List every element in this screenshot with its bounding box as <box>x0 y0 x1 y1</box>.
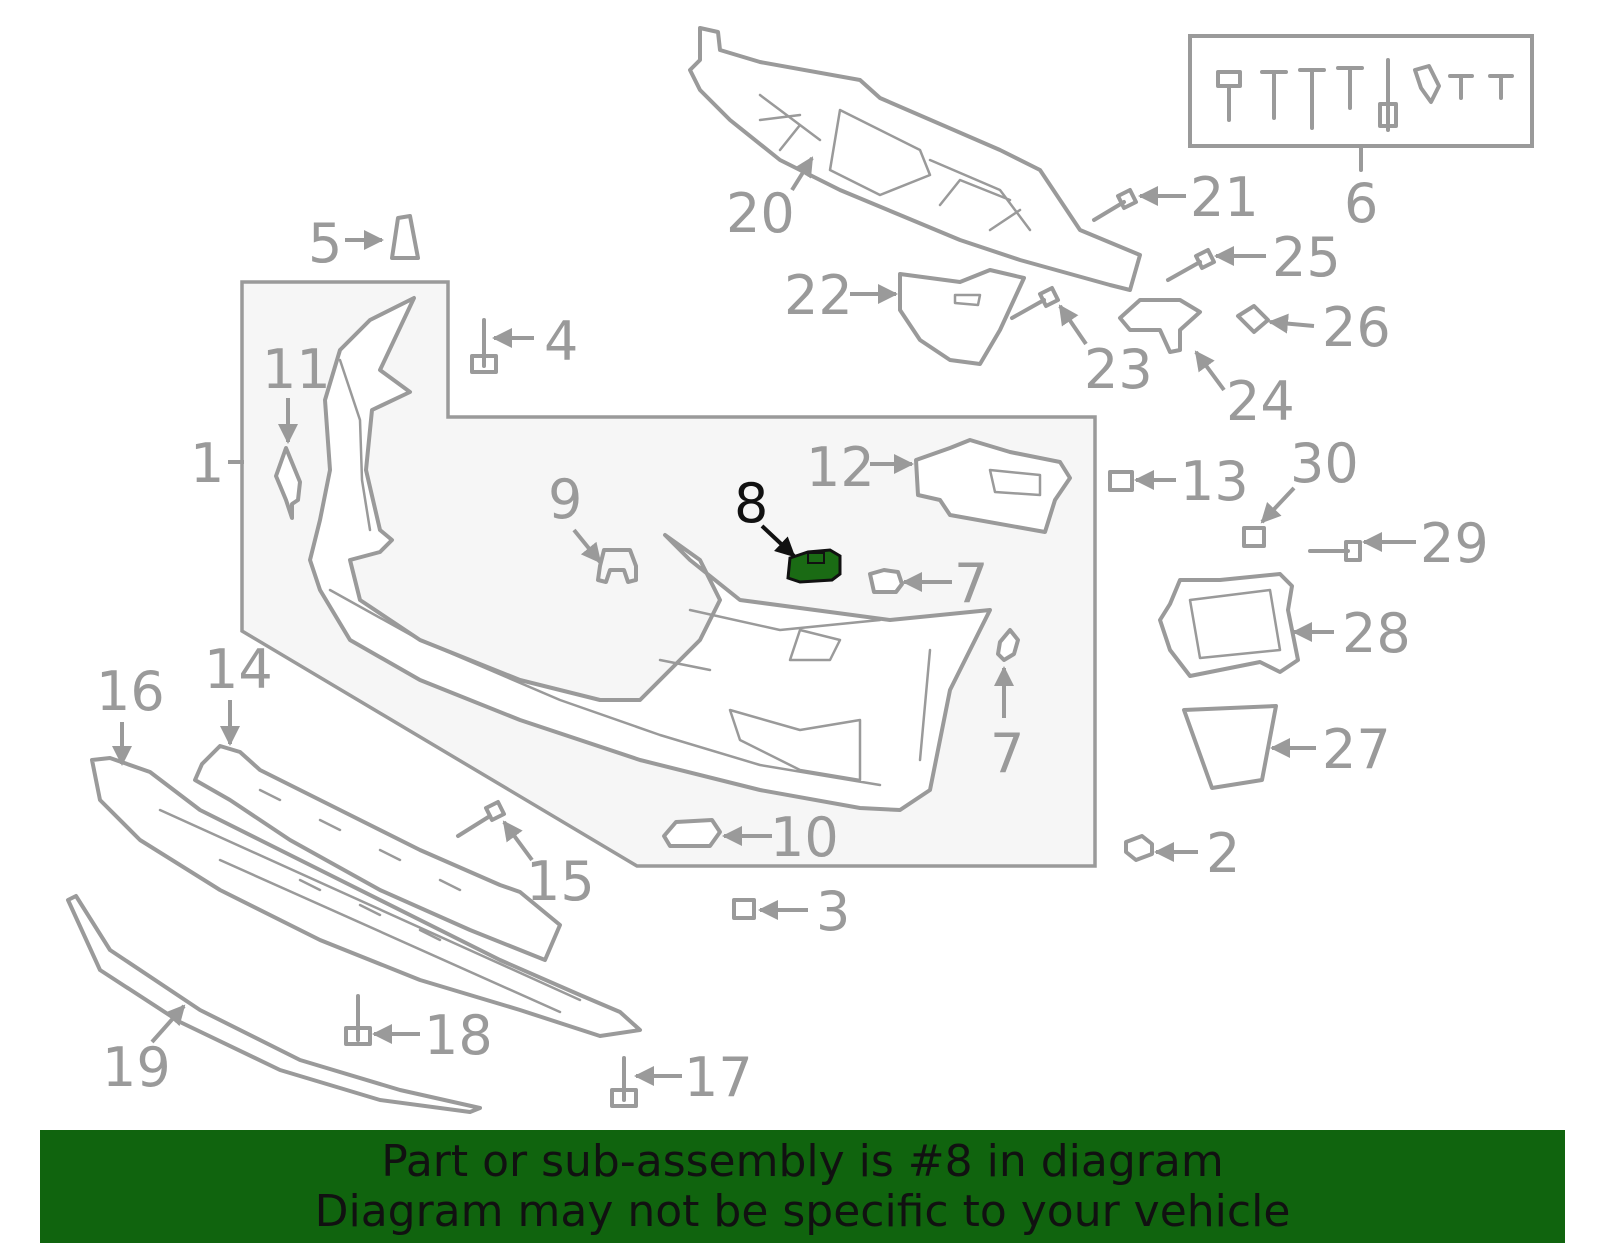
label-13: 13 <box>1180 450 1249 513</box>
part-2-clip[interactable] <box>1124 834 1154 862</box>
leader-arrows <box>112 156 1416 1086</box>
part-27-bracket[interactable] <box>1182 704 1278 790</box>
label-25: 25 <box>1272 226 1341 289</box>
part-5-clip[interactable] <box>390 214 420 260</box>
label-1: 1 <box>190 432 224 495</box>
label-17: 17 <box>684 1046 753 1109</box>
label-20: 20 <box>726 182 795 245</box>
part-14-absorber[interactable] <box>193 744 562 962</box>
part-9-bracket[interactable] <box>596 548 638 584</box>
part-21-bolt[interactable] <box>1092 188 1138 222</box>
part-4-bolt[interactable] <box>470 318 498 374</box>
part-26-clip[interactable] <box>1236 304 1270 334</box>
part-17-bolt[interactable] <box>610 1056 638 1108</box>
label-7b: 7 <box>990 722 1024 785</box>
label-6: 6 <box>1344 172 1378 235</box>
label-29: 29 <box>1420 512 1489 575</box>
banner-line-2: Diagram may not be specific to your vehi… <box>314 1185 1291 1237</box>
part-12-bracket[interactable] <box>914 438 1072 534</box>
part-7-clip-b[interactable] <box>996 628 1020 662</box>
label-16: 16 <box>96 660 165 723</box>
part-1-bumper-cover[interactable] <box>308 296 992 812</box>
label-2: 2 <box>1206 822 1240 885</box>
label-24: 24 <box>1226 370 1295 433</box>
part-18-bolt[interactable] <box>344 994 372 1046</box>
part-10-trim[interactable] <box>662 818 722 848</box>
label-12: 12 <box>806 436 875 499</box>
label-4: 4 <box>544 310 578 373</box>
label-8: 8 <box>734 472 768 535</box>
part-23-bolt[interactable] <box>1010 286 1060 320</box>
label-23: 23 <box>1084 338 1153 401</box>
label-28: 28 <box>1342 602 1411 665</box>
info-banner: Part or sub-assembly is #8 in diagram Di… <box>40 1130 1565 1243</box>
label-27: 27 <box>1322 718 1391 781</box>
part-6-hardware-kit[interactable] <box>1188 34 1534 172</box>
part-13-clip[interactable] <box>1108 470 1134 492</box>
part-16-skid-plate[interactable] <box>90 756 642 1038</box>
part-25-bolt[interactable] <box>1166 248 1216 282</box>
part-22-bracket[interactable] <box>898 268 1026 366</box>
label-9: 9 <box>548 468 582 531</box>
part-3-clip[interactable] <box>732 898 756 920</box>
label-19: 19 <box>102 1036 171 1099</box>
label-11: 11 <box>262 338 331 401</box>
label-7a: 7 <box>954 552 988 615</box>
part-8-highlighted[interactable] <box>786 548 842 584</box>
banner-line-1: Part or sub-assembly is #8 in diagram <box>381 1135 1224 1187</box>
label-15: 15 <box>526 850 595 913</box>
part-11-bracket[interactable] <box>274 446 302 520</box>
part-28-bracket[interactable] <box>1158 572 1300 678</box>
label-26: 26 <box>1322 296 1391 359</box>
label-30: 30 <box>1290 432 1359 495</box>
label-3: 3 <box>816 880 850 943</box>
part-20-reinforcement[interactable] <box>688 26 1142 292</box>
label-21: 21 <box>1190 166 1259 229</box>
label-5: 5 <box>308 212 342 275</box>
part-29-bolt[interactable] <box>1308 540 1362 562</box>
label-14: 14 <box>204 638 273 701</box>
label-10: 10 <box>770 806 839 869</box>
label-22: 22 <box>784 264 853 327</box>
label-18: 18 <box>424 1004 493 1067</box>
part-15-bolt[interactable] <box>456 800 506 838</box>
part-24-bracket[interactable] <box>1118 298 1202 354</box>
part-30-clip[interactable] <box>1242 526 1266 548</box>
part-7-clip-a[interactable] <box>868 568 904 594</box>
callout-labels: 1 2 3 4 5 6 7 7 8 9 10 11 12 13 14 15 16… <box>96 166 1489 1109</box>
